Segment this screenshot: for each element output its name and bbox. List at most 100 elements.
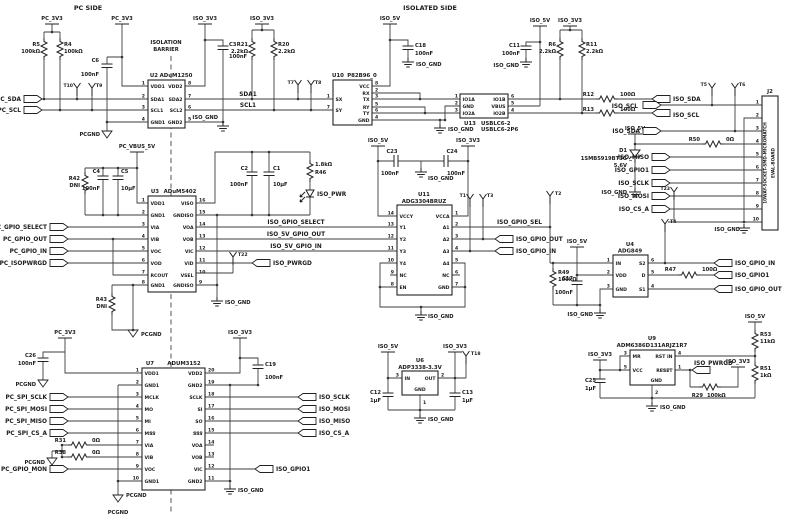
svg-text:1: 1 [455,94,458,100]
power-label: ISO_5V [380,16,400,22]
section-connector: ISO_3V3 ISO_5V R6 2.2kΩ R11 2.2kΩ R12 10… [508,18,779,234]
capacitor-c23 [393,154,399,168]
capacitor-c1 [263,171,275,176]
svg-text:8: 8 [756,191,759,197]
ic-ref: U9 [648,336,656,342]
ground-label: ISO_GND [416,62,442,68]
svg-text:VOD: VOD [151,261,162,267]
capacitor-c12 [382,392,394,397]
resistor-value: 100kΩ [707,393,726,399]
testpoint-t18 [462,350,470,365]
svg-text:8: 8 [142,280,145,286]
svg-text:VDD1: VDD1 [151,84,165,90]
testpoint-label: T8 [315,80,321,86]
net-label: ISO_GPIO1 [276,467,310,473]
svg-text:GND: GND [616,287,628,293]
testpoint-t3 [479,193,487,208]
svg-text:16: 16 [208,416,214,422]
svg-text:VDD1: VDD1 [145,371,159,377]
resistor-ref: R42 [69,176,81,182]
resistor-r38 [67,453,91,461]
ic-u3 [147,195,197,293]
resistor-r31 [67,441,91,449]
svg-text:Y2: Y2 [399,237,407,243]
svg-text:8: 8 [188,81,191,87]
capacitor-c26 [37,357,49,362]
pcgnd-symbol [46,457,58,466]
led-iso-pwr [299,189,315,203]
ic-ref: U11 [418,192,430,198]
svg-text:RY: RY [363,105,370,111]
svg-text:MCLK: MCLK [145,395,160,401]
svg-text:11: 11 [388,246,394,252]
svg-text:MO: MO [145,407,154,413]
svg-text:11: 11 [208,476,214,482]
svg-text:4: 4 [651,284,654,290]
svg-text:IO2B: IO2B [493,111,506,117]
svg-text:11: 11 [199,258,205,264]
svg-text:3: 3 [455,108,458,114]
svg-text:1: 1 [327,94,330,100]
resistor-r43 [108,292,116,316]
testpoint-t23 [670,186,678,201]
power-label: ISO_3V3 [443,344,467,350]
resistor-ref: R29 [692,393,704,399]
power-label: PC_VBUS_5V [119,144,155,150]
ground-label: PCGND [15,382,36,388]
ic-u9 [629,349,676,386]
svg-text:2: 2 [142,94,145,100]
svg-text:4: 4 [756,139,759,145]
capacitor-value: 100nF [265,375,284,381]
svg-text:GND: GND [414,387,426,393]
capacitor-ref: C3 [229,42,237,48]
capacitor-value: 100nF [229,54,248,60]
svg-text:20: 20 [208,368,214,374]
junction-dots [388,38,542,122]
svg-text:5: 5 [136,416,139,422]
resistor-r6 [556,37,564,61]
ground-label: ISO_GND [192,115,218,121]
pcgnd-symbol [112,494,124,503]
capacitor-c13 [449,392,461,397]
capacitor-ref: C18 [415,43,426,49]
svg-text:8: 8 [136,452,139,458]
svg-text:1: 1 [423,400,426,406]
testpoint-t8 [307,79,315,94]
net-flag-iso-gpio1-j2 [651,166,671,174]
capacitor-ref: C11 [509,43,520,49]
svg-text:5: 5 [756,152,759,158]
capacitor-ref: C17 [562,276,573,282]
net-flag-pc-gpio-select [49,223,69,231]
svg-text:4: 4 [142,117,145,123]
net-label: ISO_GPIO_IN [516,249,556,255]
j2-pin-numbers: 12 34 56 78 910 [753,100,759,223]
svg-text:SCL1: SCL1 [151,108,164,114]
ground-label: ISO_GND [567,312,593,318]
ground-label: ISO_GND [428,176,454,182]
capacitor-ref: C25 [585,378,596,384]
svg-text:VDD2: VDD2 [188,371,202,377]
svg-text:6: 6 [511,94,514,100]
svg-text:S2: S2 [639,261,646,267]
svg-text:GND1: GND1 [151,213,166,219]
junction-dots [558,28,746,224]
resistor-value: 100kΩ [21,49,40,55]
svg-text:14: 14 [208,440,214,446]
isolation-barrier-label: ISOLATION [150,40,181,46]
svg-text:2: 2 [455,101,458,107]
net-flag-pc-scl [23,106,43,114]
resistor-value: 2.2kΩ [586,49,604,55]
net-flag-pc-spi-sclk [49,393,69,401]
svg-text:GND1: GND1 [151,283,166,289]
section-i2c-buffer: ISO_5V ISO_5V C18 100nF ISO_GND C11 100n… [327,16,550,134]
resistor-ref: R53 [760,332,772,338]
svg-text:VOC: VOC [145,467,156,473]
net-label: ISO_GPIO_IN [735,261,775,267]
svg-text:RX: RX [362,91,370,97]
net-label: ISO_SCL [612,104,639,110]
ground-label: PCGND [79,132,100,138]
